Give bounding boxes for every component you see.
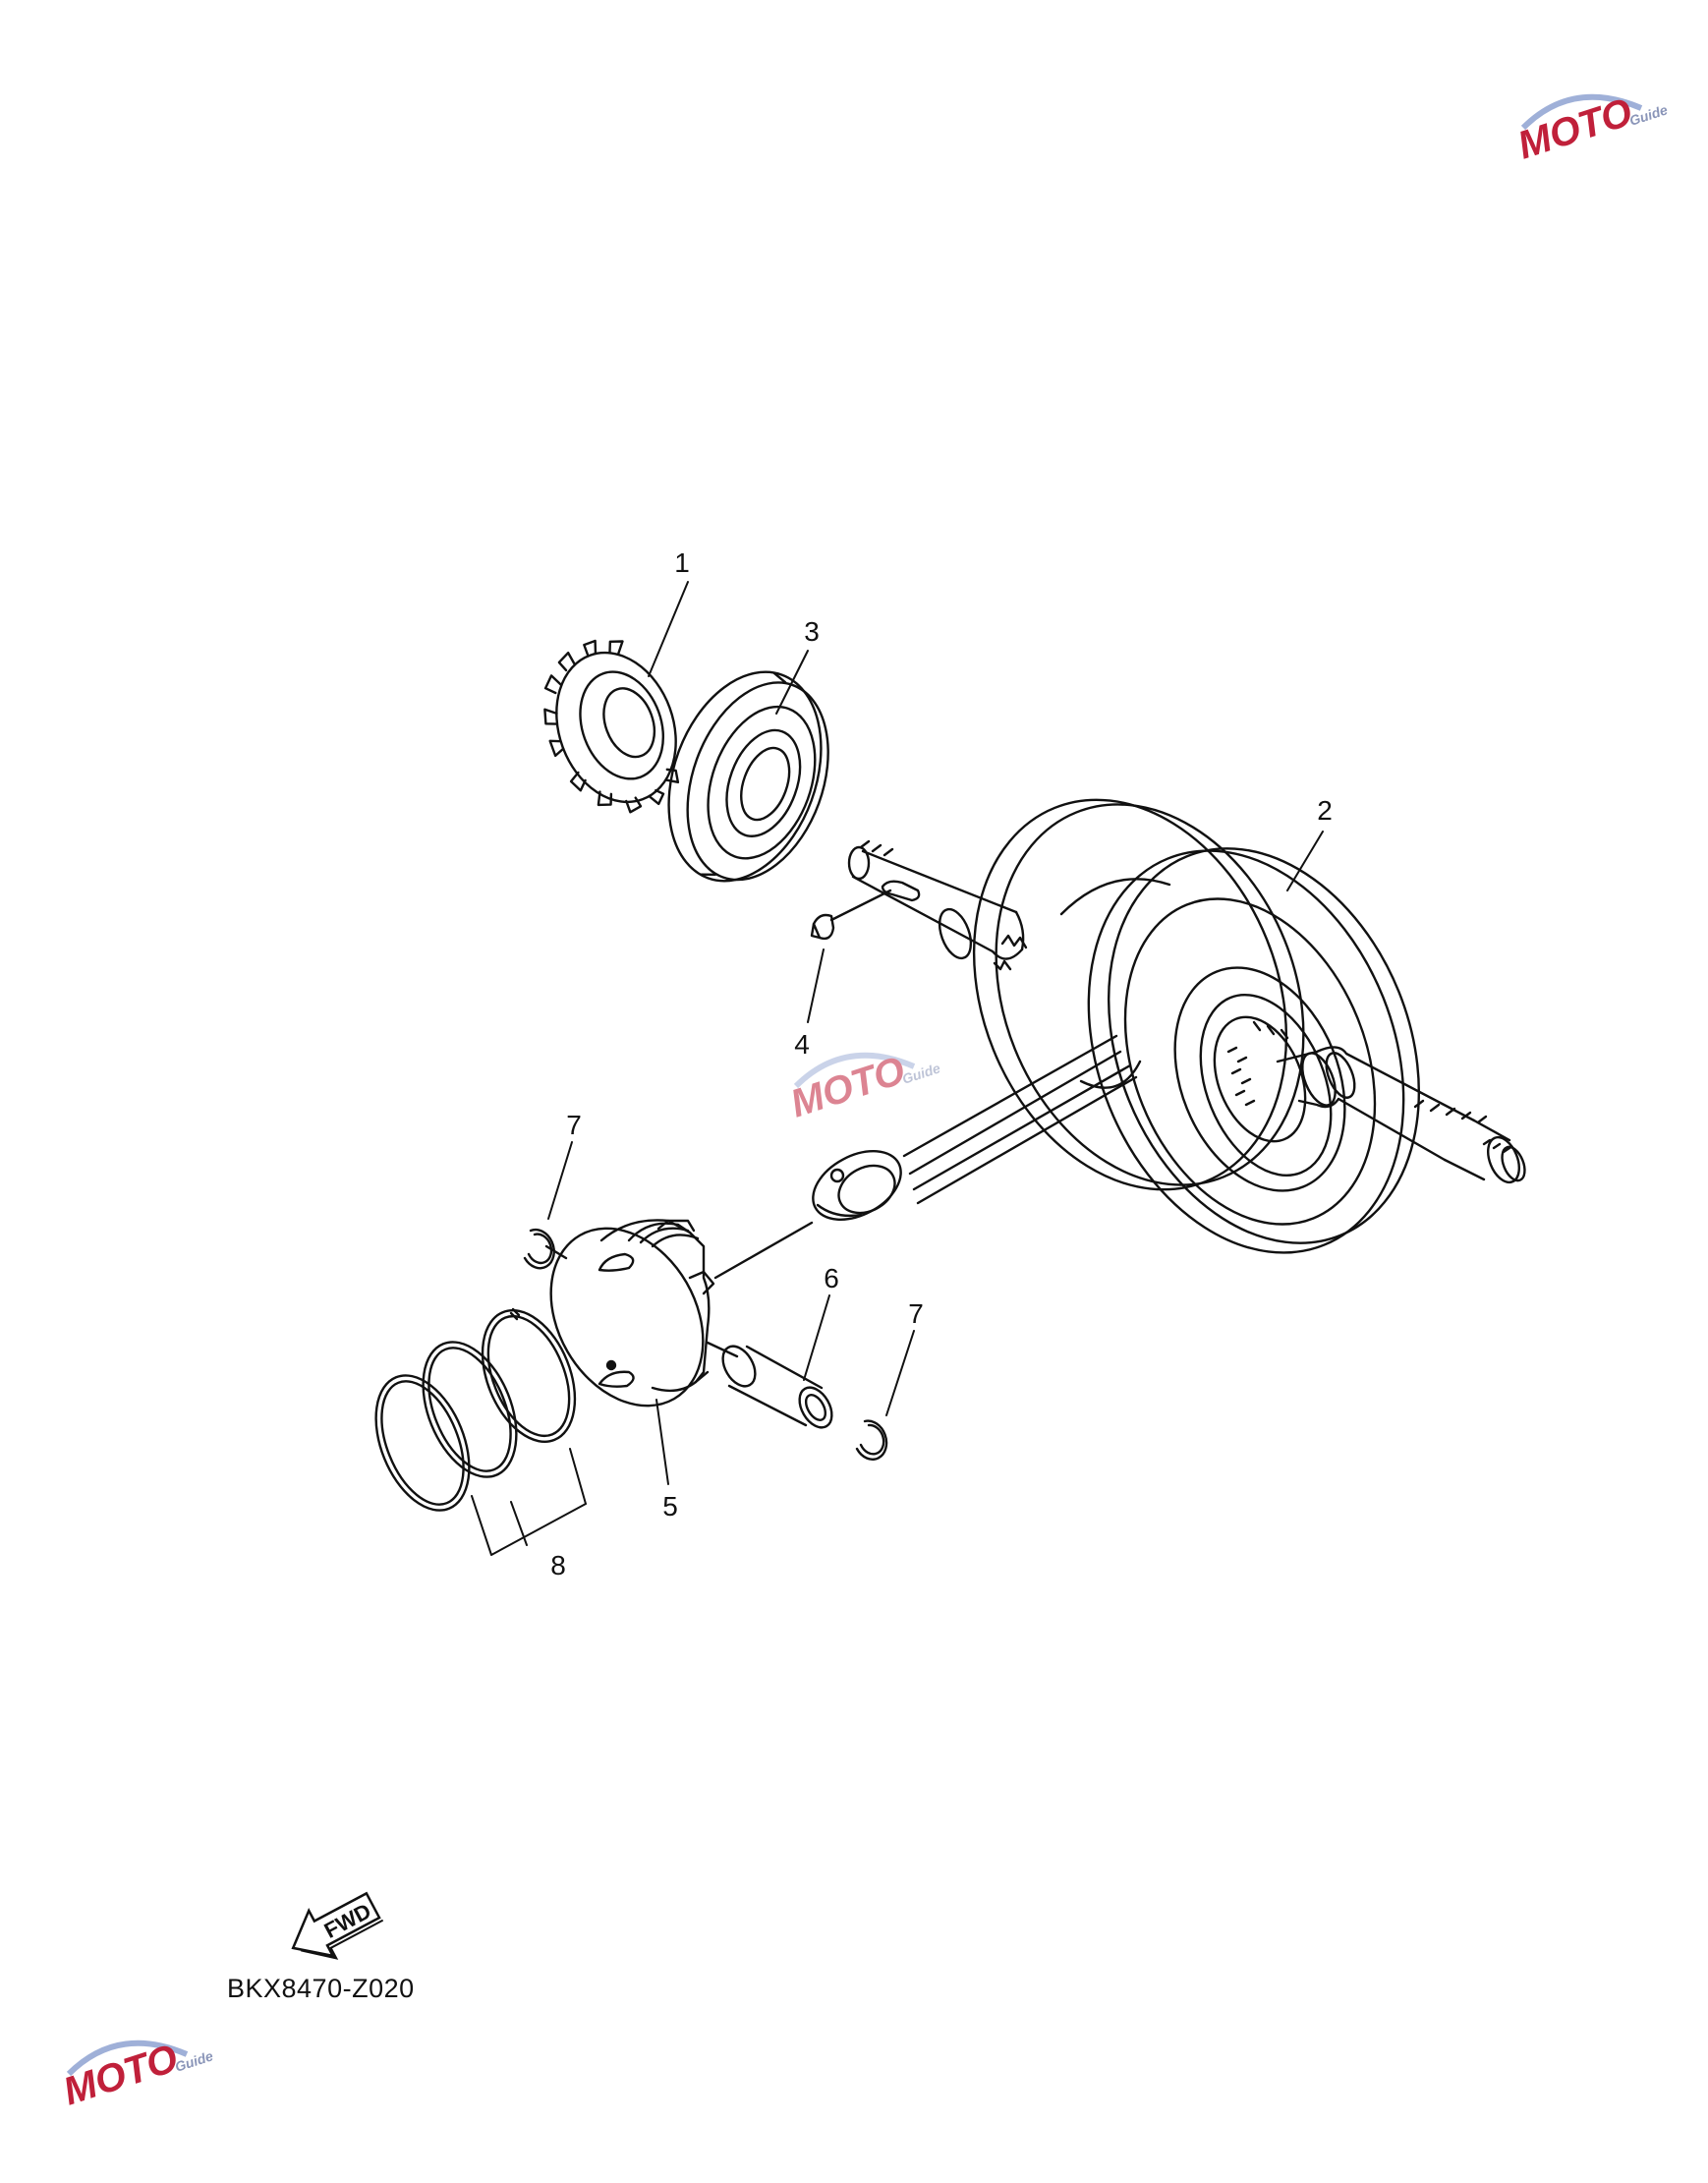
watermark-logo-middle: MOTO Guide: [785, 1049, 942, 1126]
callout-8: 8: [550, 1550, 566, 1580]
fwd-arrow-icon: FWD: [291, 1891, 384, 1960]
callout-6: 6: [824, 1263, 839, 1293]
drawing-code: BKX8470-Z020: [227, 1974, 415, 2003]
svg-text:MOTO: MOTO: [785, 1049, 910, 1126]
watermark-logo-bottom: MOTO Guide: [58, 2037, 215, 2114]
callout-1: 1: [674, 547, 690, 578]
piston-pin-part-6: [706, 1341, 833, 1429]
callout-labels: 1 2 3 4 5 6 7 7 8: [550, 547, 1333, 1580]
gear-part-1: [543, 639, 680, 814]
circlip-part-7b: [855, 1419, 888, 1461]
callout-5: 5: [662, 1491, 678, 1522]
callout-4: 4: [794, 1029, 810, 1060]
callout-7a: 7: [566, 1110, 582, 1140]
leader-lines: [471, 581, 1324, 1556]
circlip-part-7a: [523, 1228, 568, 1270]
piston-part-5: [549, 1219, 814, 1407]
watermark-logo-top: MOTO Guide: [1512, 90, 1670, 168]
callout-7b: 7: [908, 1298, 924, 1329]
piston-rings-part-8: [374, 1307, 577, 1512]
woodruff-key-part-4: [810, 889, 892, 941]
bearing-part-3: [667, 670, 829, 883]
crankshaft-part-2: [812, 798, 1526, 1254]
svg-text:MOTO: MOTO: [1512, 90, 1637, 168]
svg-text:MOTO: MOTO: [58, 2037, 183, 2114]
callout-3: 3: [804, 616, 820, 647]
callout-2: 2: [1317, 795, 1333, 826]
